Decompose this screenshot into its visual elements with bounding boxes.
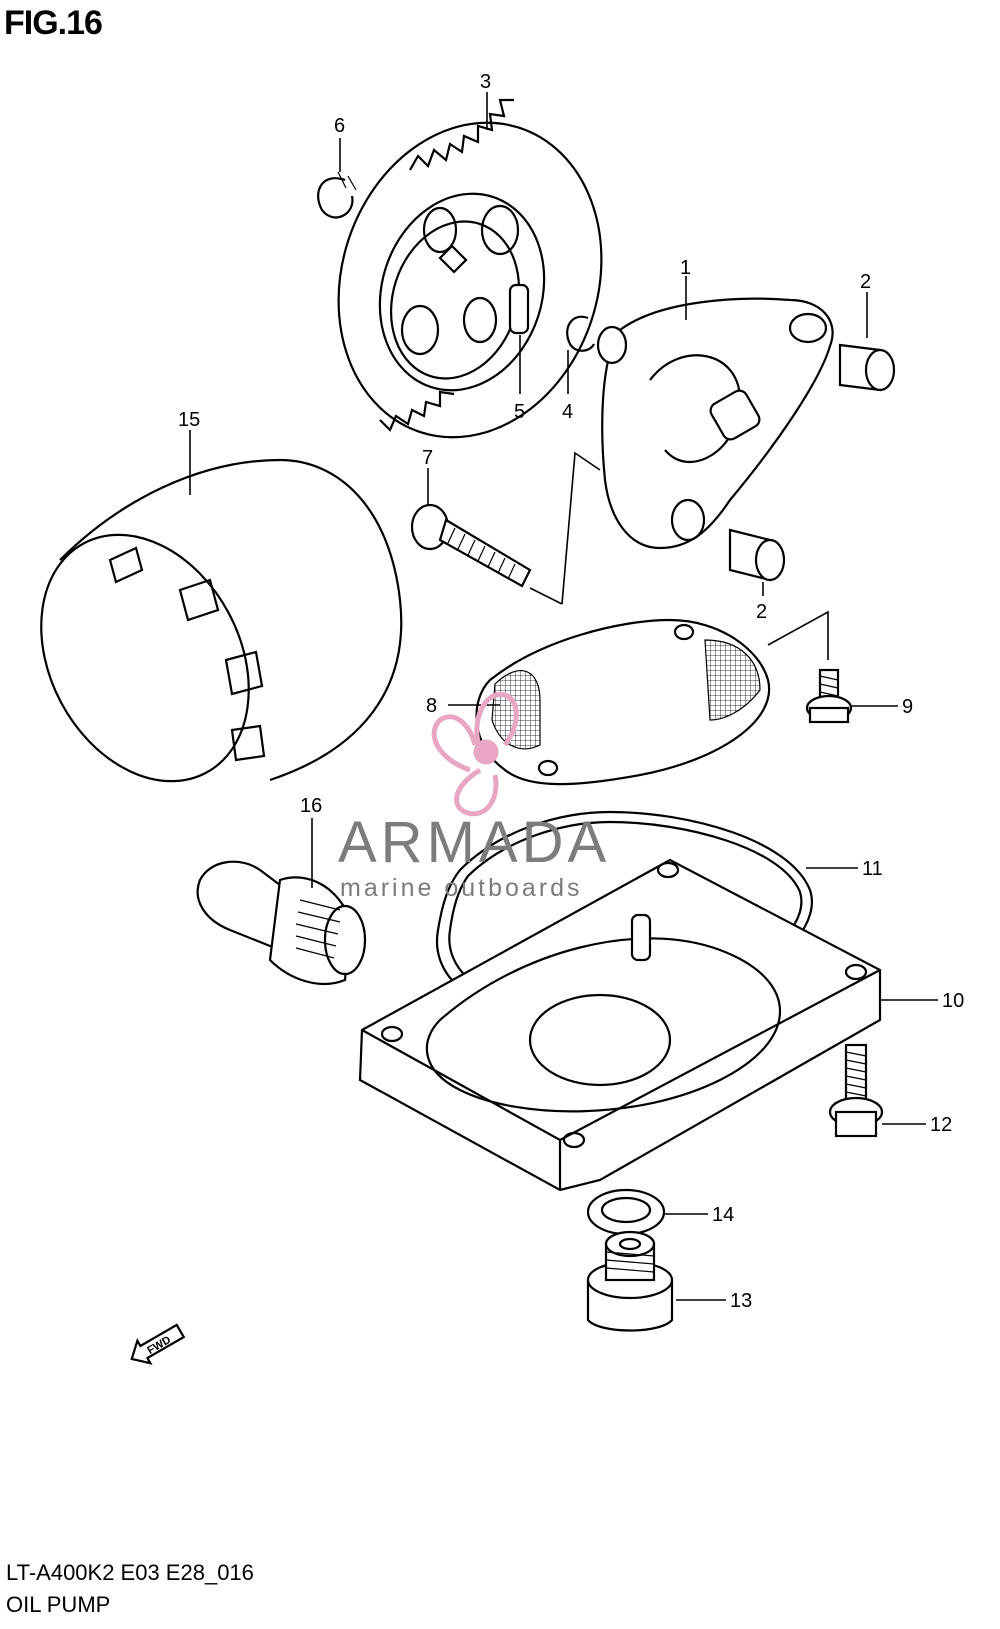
fwd-label: FWD	[145, 1334, 173, 1357]
part-pressure-switch-16	[196, 860, 367, 985]
part-dowel-2-lower	[728, 528, 786, 582]
callout-15: 15	[178, 409, 200, 431]
watermark-brand: ARMADA	[338, 810, 610, 875]
armada-watermark: ARMADA marine outboards	[338, 692, 610, 902]
part-strainer-8	[475, 618, 771, 786]
callout-labels: 1 2 2 3 4 5 6 7 8 9 10 11 12 13 14 15 16	[178, 71, 964, 1312]
callout-9: 9	[902, 696, 913, 718]
part-eclip-4	[566, 315, 595, 352]
leader-lines	[189, 92, 938, 1301]
callout-8: 8	[426, 695, 437, 717]
callout-16: 16	[300, 795, 322, 817]
figure-code: LT-A400K2 E03 E28_016	[6, 1560, 254, 1585]
figure-name: OIL PUMP	[6, 1592, 111, 1617]
part-driven-gear-3	[337, 98, 603, 439]
callout-11: 11	[862, 858, 883, 880]
part-pin-5	[508, 283, 530, 335]
part-dowel-2-upper	[838, 343, 896, 392]
callout-5: 5	[514, 401, 525, 423]
part-bolt-12	[828, 1043, 884, 1138]
part-screw-9	[805, 668, 853, 724]
propeller-logo-icon	[431, 692, 519, 817]
callout-12: 12	[930, 1114, 952, 1136]
figure-title: FIG.16	[4, 4, 103, 42]
part-oil-filter-15	[40, 458, 403, 783]
callout-4: 4	[562, 401, 573, 423]
callout-10: 10	[942, 990, 964, 1012]
part-drain-plug-13	[586, 1230, 674, 1332]
callout-2-lower: 2	[756, 601, 767, 623]
callout-14: 14	[712, 1204, 734, 1226]
fwd-direction-marker: FWD	[130, 1323, 186, 1365]
part-bolt-7	[410, 503, 532, 588]
part-oil-pump-1	[596, 297, 834, 550]
part-oil-cap-10	[358, 858, 882, 1192]
part-gasket-14	[586, 1188, 666, 1236]
callout-6: 6	[334, 115, 345, 137]
callout-13: 13	[730, 1290, 752, 1312]
callout-1: 1	[680, 257, 691, 279]
part-circlip-6	[317, 171, 357, 219]
watermark-tagline: marine outboards	[340, 874, 583, 902]
callout-7: 7	[422, 447, 433, 469]
callout-3: 3	[480, 71, 491, 93]
callout-2-upper: 2	[860, 271, 871, 293]
